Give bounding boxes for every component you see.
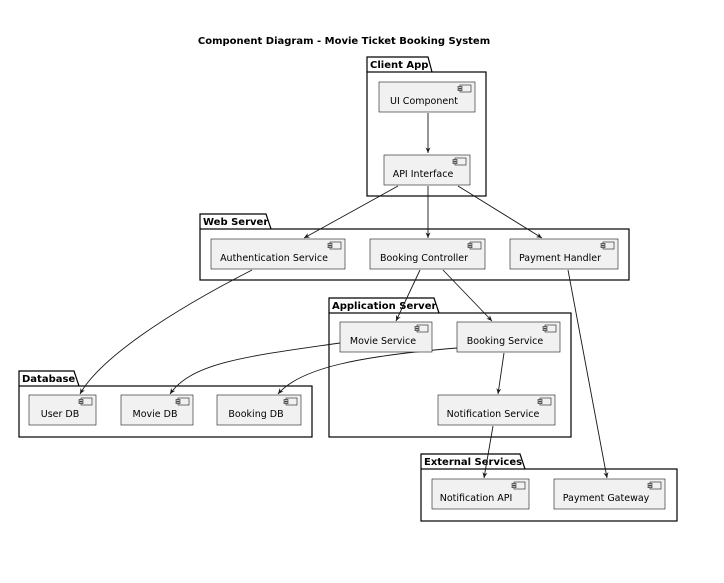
component-booking-db: Booking DB (216, 394, 302, 426)
component-icon (175, 397, 190, 406)
component-icon (283, 397, 298, 406)
component-booking-controller: Booking Controller (369, 238, 486, 270)
component-icon (537, 397, 552, 406)
component-label-notification-api: Notification API (440, 493, 513, 504)
component-label-authentication-service: Authentication Service (220, 253, 328, 264)
component-label-movie-service: Movie Service (350, 336, 416, 347)
component-label-user-db: User DB (41, 409, 80, 420)
edge-movie-service-to-movie-db (169, 342, 341, 395)
component-icon (414, 324, 429, 333)
edge-api-to-payment-handler (457, 185, 543, 239)
component-icon (452, 157, 467, 166)
component-label-ui-component: UI Component (390, 96, 458, 107)
component-ui-component: UI Component (378, 81, 476, 113)
component-payment-handler: Payment Handler (509, 238, 619, 270)
component-icon (467, 241, 482, 250)
component-label-notification-service: Notification Service (447, 409, 540, 420)
package-label-application-server: Application Server (332, 301, 436, 312)
edge-booking-controller-to-booking-service (442, 269, 493, 322)
component-label-booking-service: Booking Service (467, 336, 544, 347)
edge-api-to-auth (303, 185, 399, 239)
component-label-booking-controller: Booking Controller (380, 253, 468, 264)
component-label-api-interface: API Interface (393, 169, 454, 180)
component-payment-gateway: Payment Gateway (553, 478, 666, 510)
edge-notification-service-to-notification-api (482, 425, 494, 479)
package-label-web-server: Web Server (203, 217, 268, 228)
component-api-interface: API Interface (383, 154, 471, 186)
component-icon (542, 324, 557, 333)
component-icon (457, 84, 472, 93)
edge-booking-service-to-notification-service (496, 352, 505, 395)
component-label-payment-handler: Payment Handler (519, 253, 601, 264)
component-booking-service: Booking Service (456, 321, 561, 353)
component-label-booking-db: Booking DB (228, 409, 283, 420)
component-movie-db: Movie DB (120, 394, 194, 426)
edge-booking-controller-to-movie-service (395, 269, 421, 322)
component-movie-service: Movie Service (339, 321, 433, 353)
component-label-movie-db: Movie DB (133, 409, 178, 420)
component-user-db: User DB (28, 394, 97, 426)
component-icon (511, 481, 526, 490)
component-icon (327, 241, 342, 250)
package-label-database: Database (22, 374, 75, 385)
edge-auth-to-user-db (79, 269, 253, 395)
component-icon (78, 397, 93, 406)
component-icon (647, 481, 662, 490)
edge-payment-handler-to-payment-gateway (567, 269, 609, 479)
component-icon (600, 241, 615, 250)
component-notification-api: Notification API (431, 478, 530, 510)
diagram-title: Component Diagram - Movie Ticket Booking… (198, 36, 490, 47)
component-label-payment-gateway: Payment Gateway (563, 493, 650, 504)
package-label-external-services: External Services (424, 457, 522, 468)
component-authentication-service: Authentication Service (210, 238, 346, 270)
package-label-client-app: Client App (370, 60, 428, 71)
component-notification-service: Notification Service (437, 394, 556, 426)
